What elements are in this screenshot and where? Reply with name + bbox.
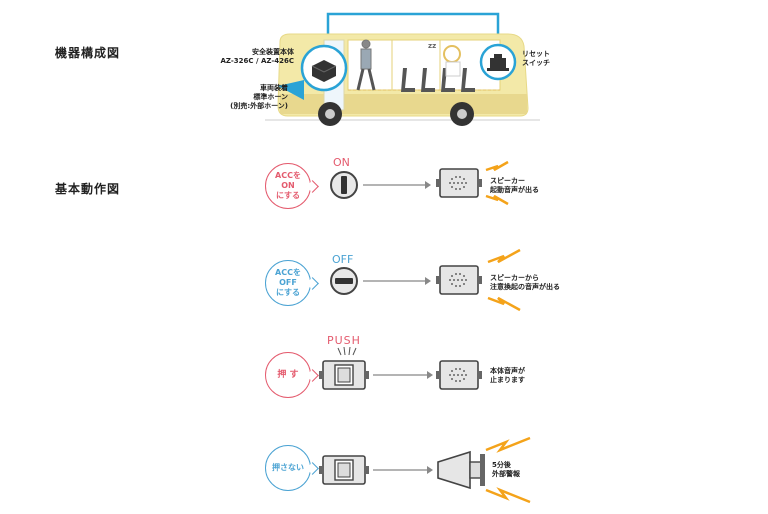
speaker-icon bbox=[436, 265, 482, 295]
push-button-icon bbox=[319, 455, 369, 485]
sound-wave-icon bbox=[487, 248, 521, 312]
label-on: ON bbox=[333, 156, 350, 169]
push-button-icon bbox=[319, 360, 369, 390]
label-push: PUSH bbox=[327, 334, 361, 347]
speaker-icon bbox=[436, 360, 482, 390]
label-off: OFF bbox=[332, 253, 354, 266]
sound-wave-icon bbox=[485, 436, 531, 504]
result-2: スピーカーから注意換起の音声が出る bbox=[490, 274, 560, 291]
arrow-icon bbox=[373, 466, 433, 474]
arrow-icon bbox=[373, 371, 433, 379]
result-4: 5分後外部警報 bbox=[492, 461, 520, 478]
device-label: 安全装置本体 AZ-326C / AZ-426C bbox=[220, 48, 294, 65]
key-switch-icon bbox=[330, 171, 358, 199]
result-3: 本体音声が止まります bbox=[490, 367, 525, 384]
key-switch-icon bbox=[330, 267, 358, 295]
bubble-push: 押 す bbox=[265, 352, 319, 398]
bubble-no-push: 押さない bbox=[265, 445, 319, 491]
arrow-icon bbox=[363, 277, 431, 285]
config-title: 機器構成図 bbox=[55, 46, 121, 60]
result-1: スピーカー起動音声が出る bbox=[490, 177, 539, 194]
bus-illustration bbox=[265, 12, 540, 126]
reset-label: リセット スイッチ bbox=[522, 50, 550, 67]
sound-wave-icon bbox=[485, 160, 509, 206]
horn-label: 車両装着 標準ホーン (別売:外部ホーン) bbox=[230, 84, 288, 110]
operation-title: 基本動作図 bbox=[55, 182, 121, 196]
speaker-icon bbox=[436, 168, 482, 198]
arrow-icon bbox=[363, 181, 431, 189]
horn-icon bbox=[437, 450, 485, 490]
push-rays-icon bbox=[337, 346, 357, 356]
sleep-text: zz bbox=[428, 42, 437, 50]
